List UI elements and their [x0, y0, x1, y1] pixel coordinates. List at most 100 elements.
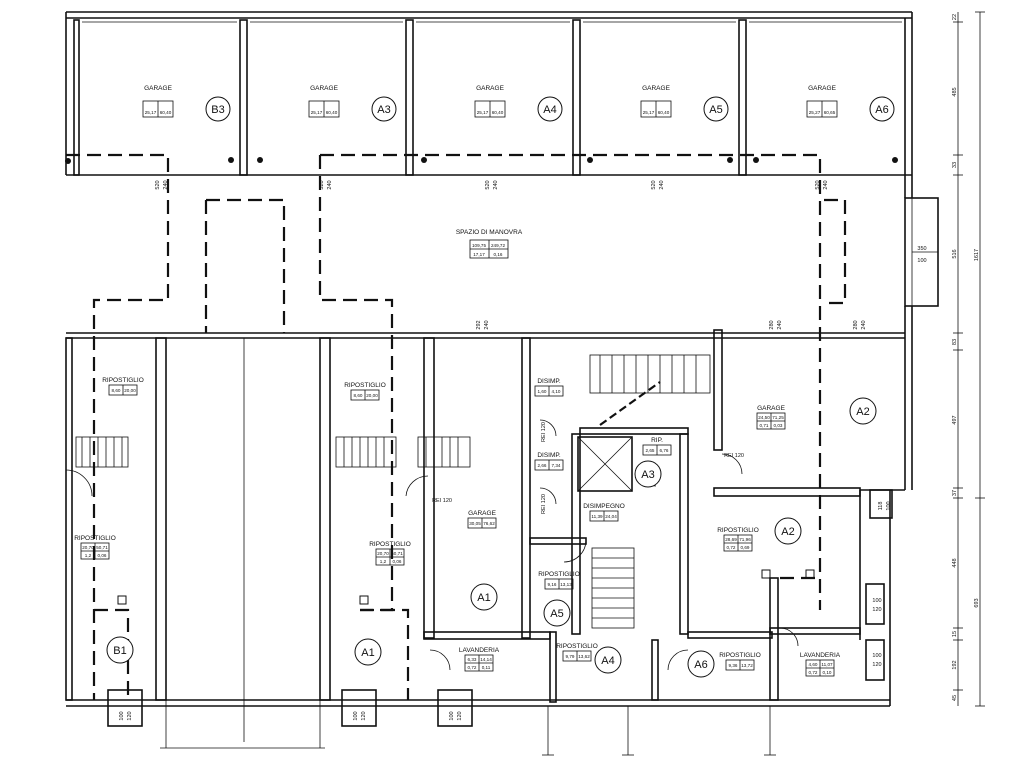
door-dim: 240 — [327, 180, 333, 189]
bottom-window-dim: 100 — [449, 711, 455, 720]
door-dim: 240 — [823, 180, 829, 189]
right-dim: 485 — [952, 87, 958, 96]
room-value: 60,40 — [326, 110, 338, 115]
side-window-dim: 118 — [878, 502, 884, 511]
right-dim: 45 — [952, 695, 958, 701]
room-value: 6,33 — [468, 657, 477, 662]
room-value: 1,60 — [538, 389, 547, 394]
unit-tag: A1 — [477, 592, 490, 604]
unit-tag-circle — [354, 638, 382, 666]
room-value: 30,05 — [469, 521, 481, 526]
room-value: 0,06 — [393, 559, 402, 564]
room-value: 13,72 — [741, 663, 753, 668]
room-value: 0,72 — [468, 665, 477, 670]
mid-dim: 280 — [853, 320, 859, 329]
room-value: 20,00 — [124, 388, 136, 393]
unit-tag-circle — [543, 599, 571, 627]
room-value: 50,71 — [96, 545, 108, 550]
room-label: LAVANDERIA — [459, 647, 500, 654]
fire-rating-labels: REI 120 REI 120 REI 120 REI 120 — [432, 422, 744, 514]
room-label: DISIMP. — [537, 452, 561, 459]
lift-shaft — [577, 436, 633, 492]
maneuver-value: 17,17 — [473, 252, 485, 257]
bottom-window-dim: 120 — [361, 711, 367, 720]
unit-tag: A1 — [361, 647, 374, 659]
room-value: 0,72 — [727, 545, 736, 550]
room-value: 9,16 — [548, 582, 557, 587]
room-value: 24,50 — [758, 415, 770, 420]
room-value: 76,62 — [483, 521, 495, 526]
door-dim: 520 — [815, 180, 821, 189]
room-value: 28,69 — [725, 537, 737, 542]
room-label: DISIMP. — [537, 378, 561, 385]
room-value: 25,17 — [311, 110, 323, 115]
window-dim-top: 350 — [917, 246, 926, 252]
unit-tag: A2 — [856, 406, 869, 418]
unit-tag: A6 — [875, 104, 888, 116]
building-walls — [65, 11, 939, 707]
room-label: RIPOSTIGLIO — [344, 382, 386, 389]
maneuver-value: 249,72 — [491, 243, 505, 248]
room-value: 50,71 — [391, 551, 403, 556]
mid-dim: 240 — [861, 320, 867, 329]
right-dim: 15 — [952, 631, 958, 637]
room-label: DISIMPEGNO — [583, 503, 625, 510]
garage-label: GARAGE — [808, 85, 836, 92]
room-value: 9,36 — [729, 663, 738, 668]
room-value: 71,25 — [772, 415, 784, 420]
room-label: RIPOSTIGLIO — [74, 535, 116, 542]
unit-tag: A4 — [601, 655, 614, 667]
room-value: 9,79 — [566, 654, 575, 659]
stairs — [75, 354, 711, 629]
unit-tag-circle — [849, 397, 877, 425]
room-value: 0,11 — [482, 665, 491, 670]
room-value: 25,17 — [477, 110, 489, 115]
room-value: 71,96 — [739, 537, 751, 542]
room-value: 0,71 — [760, 423, 769, 428]
room-value: 25,17 — [145, 110, 157, 115]
room-label: RIP. — [651, 437, 663, 444]
room-value: 11,39 — [591, 514, 603, 519]
unit-tag: A6 — [694, 659, 707, 671]
bottom-window-dim: 100 — [353, 711, 359, 720]
lower-partitions — [65, 329, 861, 749]
unit-tag-circle — [537, 96, 563, 122]
window-dim-bottom: 100 — [917, 258, 926, 264]
maneuver-value: 0,16 — [494, 252, 503, 257]
garage-label: GARAGE — [476, 85, 504, 92]
room-value: 7,34 — [552, 463, 561, 468]
fire-label: REI 120 — [541, 494, 547, 514]
room-label: RIPOSTIGLIO — [538, 571, 580, 578]
side-window-dim: 100 — [886, 501, 892, 510]
maneuver-area: SPAZIO DI MANOVRA 109,75 249,72 17,17 0,… — [456, 229, 523, 259]
unit-tag-circle — [470, 583, 498, 611]
room-value: 0,10 — [823, 670, 832, 675]
unit-tag-circle — [687, 650, 715, 678]
room-value: 4,60 — [809, 662, 818, 667]
bottom-windows — [107, 489, 893, 756]
bottom-window-dims: 100 120 100 120 100 120 — [119, 711, 463, 720]
room-label: GARAGE — [757, 405, 785, 412]
room-value: 60,40 — [658, 110, 670, 115]
room-value: 4,10 — [552, 389, 561, 394]
bottom-window-dim: 120 — [127, 711, 133, 720]
door-dim: 520 — [485, 180, 491, 189]
side-window-dims: 118 100 100 120 100 120 — [872, 501, 892, 668]
right-dim: 22 — [952, 14, 958, 20]
room-label: RIPOSTIGLIO — [556, 643, 598, 650]
door-dim: 520 — [319, 180, 325, 189]
fire-label: REI 120 — [724, 453, 744, 459]
unit-tag-circle — [703, 96, 729, 122]
room-value: 8,60 — [354, 393, 363, 398]
room-value: 60,65 — [824, 110, 836, 115]
mid-dimensions: 292 240 280 240 280 240 — [476, 320, 867, 329]
door-dim: 240 — [493, 180, 499, 189]
room-value: 60,40 — [160, 110, 172, 115]
door-dim: 240 — [659, 180, 665, 189]
garage-label: GARAGE — [642, 85, 670, 92]
mid-dim: 292 — [476, 320, 482, 329]
unit-tag-circle — [774, 517, 802, 545]
